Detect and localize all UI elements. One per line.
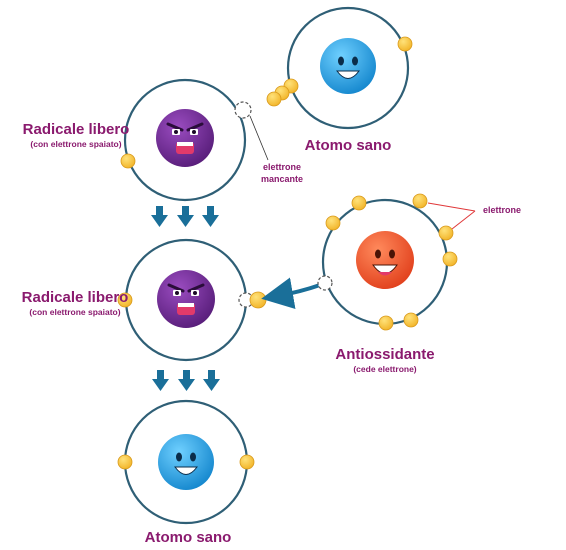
free-radical-middle-label: Radicale libero [22,289,129,306]
orbit-ring [123,78,247,202]
free-radical-middle-sublabel: (con elettrone spaiato) [29,307,120,317]
free-radical-top-sublabel: (con elettrone spaiato) [30,139,121,149]
free-radical-top-label: Radicale libero [23,121,130,138]
orbit-ring [286,6,410,130]
healthy-atom-bottom [117,399,255,525]
free-radical-middle [117,238,267,362]
electron [412,193,428,209]
electron [120,153,136,169]
happy-face-icon [320,38,376,94]
electron-slot [317,275,333,291]
electron [239,454,255,470]
electron-label: elettrone [483,205,521,215]
missing-electron-slot [234,101,252,119]
down-arrow-icon [177,206,194,227]
electron [397,36,413,52]
electron [378,315,394,331]
happy-face-icon [356,231,414,289]
electron-pointer [427,202,476,212]
angry-face-icon [156,109,214,167]
electron [442,251,458,267]
electron [403,312,419,328]
missing-electron-pointer [249,115,269,161]
antioxidant-sublabel: (cede elettrone) [353,364,416,374]
missing-electron-label-2: mancante [261,174,303,184]
down-arrow-icon [178,370,195,391]
down-arrow-icon [202,206,219,227]
happy-face-icon [158,434,214,490]
electron [117,454,133,470]
down-arrow-icon [203,370,220,391]
antioxidant-label: Antiossidante [335,346,434,363]
donated-electron [249,291,267,309]
down-arrows-top [151,206,219,227]
missing-electron-label-1: elettrone [263,162,301,172]
electron [266,91,282,107]
free-radical-top [120,78,269,202]
angry-face-icon [157,270,215,328]
electron [438,225,454,241]
electron-pointer [451,210,476,230]
electron [117,292,133,308]
left-arrow-icon [261,277,321,310]
down-arrow-icon [152,370,169,391]
healthy-atom-top-label: Atomo sano [305,137,392,154]
electron [325,215,341,231]
antioxidant-atom [317,193,476,331]
down-arrows-bottom [152,370,220,391]
down-arrow-icon [151,206,168,227]
electron [351,195,367,211]
healthy-atom-bottom-label: Atomo sano [145,529,232,546]
healthy-atom-top [266,6,413,130]
